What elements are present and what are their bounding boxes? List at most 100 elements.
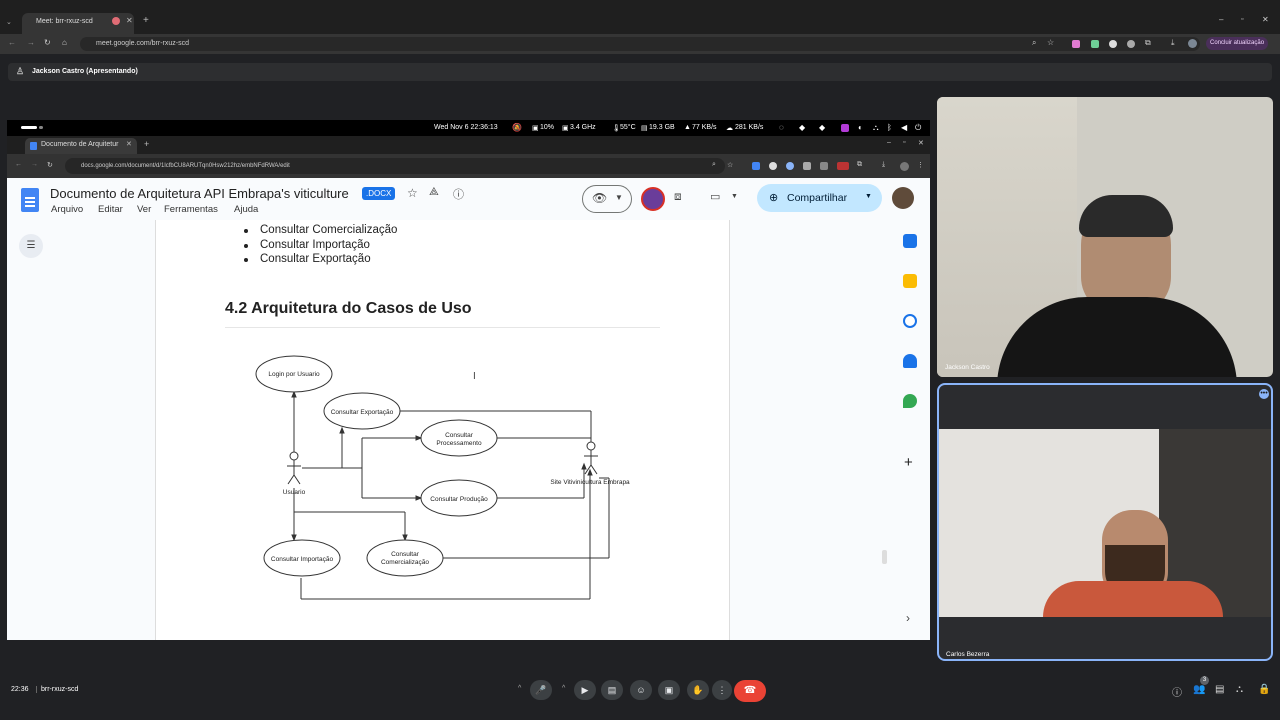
back-icon[interactable]: ← <box>15 161 22 168</box>
zoom-icon[interactable]: ⌕ <box>712 161 716 168</box>
forward-icon[interactable]: → <box>27 38 35 47</box>
close-window-icon[interactable]: ✕ <box>918 140 924 147</box>
tray-icon[interactable]: ◆ <box>819 123 826 132</box>
comments-icon[interactable]: ⧈ <box>674 189 682 203</box>
chevron-up-icon[interactable]: ^ <box>518 685 522 692</box>
new-tab-icon[interactable]: + <box>144 139 150 149</box>
menu-ferramentas[interactable]: Ferramentas <box>164 204 218 215</box>
inner-browser-tab[interactable]: Documento de Arquitetur <box>25 138 137 154</box>
menu-ajuda[interactable]: Ajuda <box>234 204 259 215</box>
collaborator-avatar[interactable] <box>641 187 665 211</box>
tasks-icon[interactable] <box>903 314 917 328</box>
more-options-button[interactable]: ⋮ <box>712 680 732 700</box>
extensions-puzzle-icon[interactable]: ⧉ <box>857 161 862 168</box>
extensions-puzzle-icon[interactable]: ⧉ <box>1145 38 1151 47</box>
menu-ver[interactable]: Ver <box>137 204 152 215</box>
close-tab-icon[interactable]: ✕ <box>126 16 133 25</box>
outer-address-bar[interactable]: meet.google.com/brr-rxuz-scd <box>80 37 1200 51</box>
people-icon[interactable]: 👥 <box>1193 684 1206 695</box>
minimize-icon[interactable]: – <box>887 139 891 146</box>
extension-icon[interactable] <box>1091 40 1099 48</box>
share-button[interactable]: ⊕ Compartilhar ▼ <box>757 184 882 212</box>
participant-tile-carlos[interactable]: ••• Carlos Bezerra <box>937 383 1273 661</box>
close-tab-icon[interactable]: ✕ <box>126 141 132 148</box>
power-icon[interactable]: ⏻ <box>915 123 922 132</box>
camera-button[interactable]: ▶ <box>574 680 596 700</box>
extension-icon[interactable] <box>1072 40 1080 48</box>
expand-panel-icon[interactable]: › <box>906 611 910 625</box>
tray-icon[interactable]: ◆ <box>799 123 806 132</box>
star-icon[interactable]: ☆ <box>407 186 418 200</box>
download-icon[interactable]: ⤓ <box>1171 38 1175 47</box>
outline-icon[interactable]: ☰ <box>19 234 43 258</box>
info-icon[interactable]: ⓘ <box>453 189 464 201</box>
bookmark-star-icon[interactable]: ☆ <box>727 162 734 169</box>
microphone-button[interactable]: 🎤 <box>530 680 552 700</box>
browser-menu-icon[interactable]: ⋮ <box>917 162 924 169</box>
new-tab-icon[interactable]: + <box>143 15 149 26</box>
profile-avatar-icon[interactable] <box>900 162 909 171</box>
tray-icon[interactable]: ◌ <box>779 123 784 132</box>
reload-icon[interactable]: ↻ <box>47 162 53 169</box>
info-icon[interactable]: ⓘ <box>1172 688 1182 699</box>
maps-icon[interactable] <box>903 394 917 408</box>
profile-avatar-icon[interactable] <box>1188 39 1197 48</box>
document-title[interactable]: Documento de Arquitetura API Embrapa's v… <box>50 186 349 201</box>
forward-icon[interactable]: → <box>31 161 38 168</box>
minimize-icon[interactable]: – <box>1219 15 1224 24</box>
account-avatar[interactable] <box>892 187 914 209</box>
chat-icon[interactable]: ▤ <box>1215 684 1225 695</box>
tray-icon[interactable]: ◐ <box>858 123 863 132</box>
reload-icon[interactable]: ↻ <box>44 38 51 47</box>
extension-icon[interactable] <box>769 162 777 170</box>
search-icon[interactable]: ⌕ <box>1032 38 1037 47</box>
docs-logo-icon[interactable] <box>21 188 39 212</box>
chevron-down-icon[interactable]: ▼ <box>731 193 738 200</box>
close-window-icon[interactable]: ✕ <box>1262 15 1269 24</box>
keep-icon[interactable] <box>903 274 917 288</box>
host-controls-icon[interactable]: 🔒 <box>1258 684 1271 695</box>
extension-icon[interactable] <box>803 162 811 170</box>
extension-icon[interactable] <box>837 162 849 170</box>
reactions-button[interactable]: ☺ <box>630 680 652 700</box>
bluetooth-icon[interactable]: ᛒ <box>887 123 892 132</box>
extension-icon[interactable] <box>752 162 760 170</box>
present-button[interactable]: ▣ <box>658 680 680 700</box>
restore-icon[interactable]: ▫ <box>1241 16 1244 23</box>
tray-icon[interactable] <box>841 124 849 132</box>
tab-list-icon[interactable]: ⌄ <box>6 19 12 26</box>
volume-icon[interactable]: ◀ <box>901 123 908 132</box>
home-icon[interactable]: ⌂ <box>62 38 67 47</box>
activities-icon[interactable]: ⛬ <box>1236 684 1243 695</box>
view-mode-button[interactable]: 👁 ▼ <box>582 185 632 213</box>
calendar-icon[interactable] <box>903 234 917 248</box>
move-to-drive-icon[interactable]: ⟁ <box>429 186 439 198</box>
menu-editar[interactable]: Editar <box>98 204 123 215</box>
restore-icon[interactable]: ▫ <box>903 139 906 146</box>
more-options-icon[interactable]: ••• <box>1259 389 1269 399</box>
inner-address-bar[interactable]: docs.google.com/document/d/1lcfbCU8ARUTq… <box>65 158 725 174</box>
chevron-up-icon[interactable]: ^ <box>562 685 566 692</box>
extension-icon[interactable] <box>786 162 794 170</box>
extension-icon[interactable] <box>820 162 828 170</box>
bookmark-star-icon[interactable]: ☆ <box>1047 38 1055 47</box>
contacts-icon[interactable] <box>903 354 917 368</box>
back-icon[interactable]: ← <box>8 38 16 47</box>
workspace-indicator <box>21 126 37 129</box>
meet-camera-icon[interactable]: ▭ <box>710 191 721 203</box>
menu-arquivo[interactable]: Arquivo <box>51 204 84 215</box>
download-icon[interactable]: ⤓ <box>882 161 886 168</box>
scrollbar-thumb[interactable] <box>882 550 887 564</box>
net-download: 281 KB/s <box>735 124 764 131</box>
participant-tile-jackson[interactable]: Jackson Castro <box>937 97 1273 377</box>
end-call-button[interactable]: ☎ <box>734 680 766 702</box>
extension-icon[interactable] <box>1109 40 1117 48</box>
outer-browser-tab[interactable]: Meet: brr-rxuz-scd <box>22 13 134 34</box>
network-icon[interactable]: ⛬ <box>873 123 879 132</box>
captions-button[interactable]: ▤ <box>601 680 623 700</box>
add-addon-icon[interactable]: + <box>904 454 913 471</box>
raise-hand-button[interactable]: ✋ <box>687 680 709 700</box>
use-case-diagram[interactable]: Login por Usuario Consultar Exportação C… <box>7 120 930 640</box>
extension-icon[interactable] <box>1127 40 1135 48</box>
update-button[interactable]: Concluir atualização <box>1206 37 1268 50</box>
